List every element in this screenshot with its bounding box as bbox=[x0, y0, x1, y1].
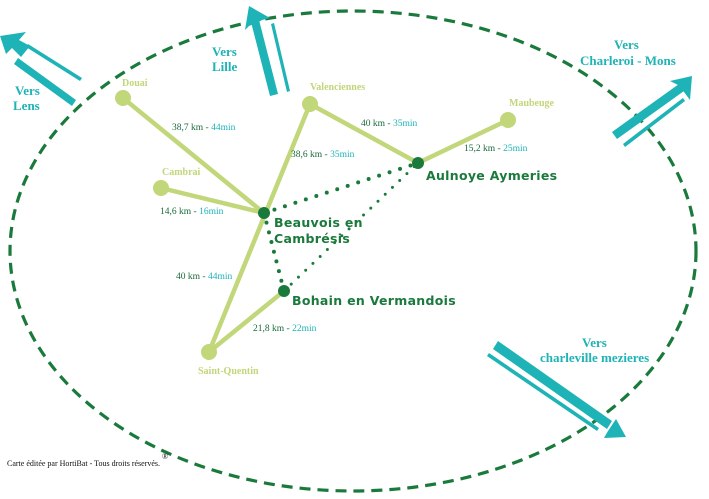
route-distance: 38,6 km bbox=[291, 150, 323, 160]
hub-node-aulnoye bbox=[412, 157, 424, 169]
hub-nodes bbox=[258, 157, 424, 297]
direction-label-lens-line2: Lens bbox=[13, 98, 40, 113]
direction-label-charleville-line1: Vers bbox=[582, 335, 607, 350]
route-saintquentin-bohain bbox=[206, 288, 287, 355]
city-label-cambrai: Cambrai bbox=[162, 167, 201, 178]
city-label-valenciennes: Valenciennes bbox=[310, 82, 365, 93]
route-label-saint-quentin-bohain: 21,8 km - 22min bbox=[253, 324, 317, 334]
hub-node-bohain bbox=[278, 285, 290, 297]
dotted-beauvois-bohain bbox=[262, 211, 286, 293]
route-time: 35min bbox=[393, 119, 418, 129]
direction-label-lens-line1: Vers bbox=[15, 83, 40, 98]
route-distance: 40 km bbox=[176, 272, 201, 282]
route-time: 44min bbox=[211, 123, 236, 133]
direction-label-lille-line2: Lille bbox=[212, 59, 238, 74]
copyright-credit: Carte éditée par HortiBat - Tous droits … bbox=[7, 459, 160, 468]
route-cambrai-beauvois bbox=[158, 185, 267, 216]
route-time: 44min bbox=[208, 272, 233, 282]
route-maubeuge-aulnoye bbox=[415, 117, 511, 166]
route-distance: 15,2 km bbox=[464, 144, 496, 154]
hub-label-beauvois-line1: Beauvois en bbox=[274, 215, 363, 230]
city-node-cambrai bbox=[153, 180, 169, 196]
direction-label-mons-line2: Charleroi - Mons bbox=[580, 53, 676, 68]
arrow-lille-icon bbox=[245, 6, 290, 96]
city-label-maubeuge: Maubeuge bbox=[509, 98, 555, 109]
hub-label-aulnoye: Aulnoye Aymeries bbox=[426, 168, 557, 183]
route-separator: - bbox=[191, 207, 199, 217]
route-distance: 38,7 km bbox=[172, 123, 204, 133]
dotted-beauvois-aulnoye bbox=[262, 161, 420, 215]
route-label-valenciennes-beauvois: 38,6 km - 35min bbox=[291, 150, 355, 160]
city-label-saint-quentin: Saint-Quentin bbox=[198, 366, 259, 377]
hub-label-bohain: Bohain en Vermandois bbox=[292, 293, 456, 308]
city-label-douai: Douai bbox=[122, 78, 148, 89]
route-time: 22min bbox=[292, 324, 317, 334]
route-time: 25min bbox=[503, 144, 528, 154]
direction-label-lille-line1: Vers bbox=[212, 44, 237, 59]
hub-label-beauvois-line2: Cambrésis bbox=[274, 231, 350, 246]
route-douai-beauvois bbox=[120, 95, 267, 216]
city-node-saint-quentin bbox=[201, 344, 217, 360]
hub-connections bbox=[262, 161, 420, 293]
route-separator: - bbox=[203, 123, 211, 133]
city-node-valenciennes bbox=[302, 96, 318, 112]
route-valenciennes-aulnoye bbox=[307, 101, 421, 166]
dotted-bohain-aulnoye bbox=[282, 161, 420, 293]
hub-node-beauvois bbox=[258, 207, 270, 219]
route-label-valenciennes-aulnoye: 40 km - 35min bbox=[361, 119, 417, 129]
route-distance: 40 km bbox=[361, 119, 386, 129]
city-node-maubeuge bbox=[500, 112, 516, 128]
registered-mark: ® bbox=[162, 452, 168, 461]
route-separator: - bbox=[495, 144, 503, 154]
route-separator: - bbox=[385, 119, 393, 129]
route-distance: 14,6 km bbox=[160, 207, 192, 217]
city-node-douai bbox=[115, 90, 131, 106]
route-distance: 21,8 km bbox=[253, 324, 285, 334]
direction-label-charleville-line2: charleville mezieres bbox=[540, 350, 649, 365]
route-separator: - bbox=[322, 150, 330, 160]
route-separator: - bbox=[284, 324, 292, 334]
arrow-lens-icon bbox=[0, 32, 82, 106]
route-time: 16min bbox=[199, 207, 224, 217]
route-time: 35min bbox=[330, 150, 355, 160]
city-nodes bbox=[115, 90, 516, 360]
arrow-charleville-icon bbox=[487, 341, 626, 438]
route-label-cambrai: 14,6 km - 16min bbox=[160, 207, 224, 217]
route-valenciennes-beauvois bbox=[206, 101, 313, 355]
routes bbox=[120, 95, 511, 355]
region-boundary-ellipse bbox=[8, 9, 698, 493]
route-label-maubeuge: 15,2 km - 25min bbox=[464, 144, 528, 154]
route-label-saint-quentin-beauvois: 40 km - 44min bbox=[176, 272, 232, 282]
direction-label-mons-line1: Vers bbox=[614, 37, 639, 52]
route-label-douai: 38,7 km - 44min bbox=[172, 123, 236, 133]
route-separator: - bbox=[200, 272, 208, 282]
arrow-mons-icon bbox=[612, 76, 692, 147]
